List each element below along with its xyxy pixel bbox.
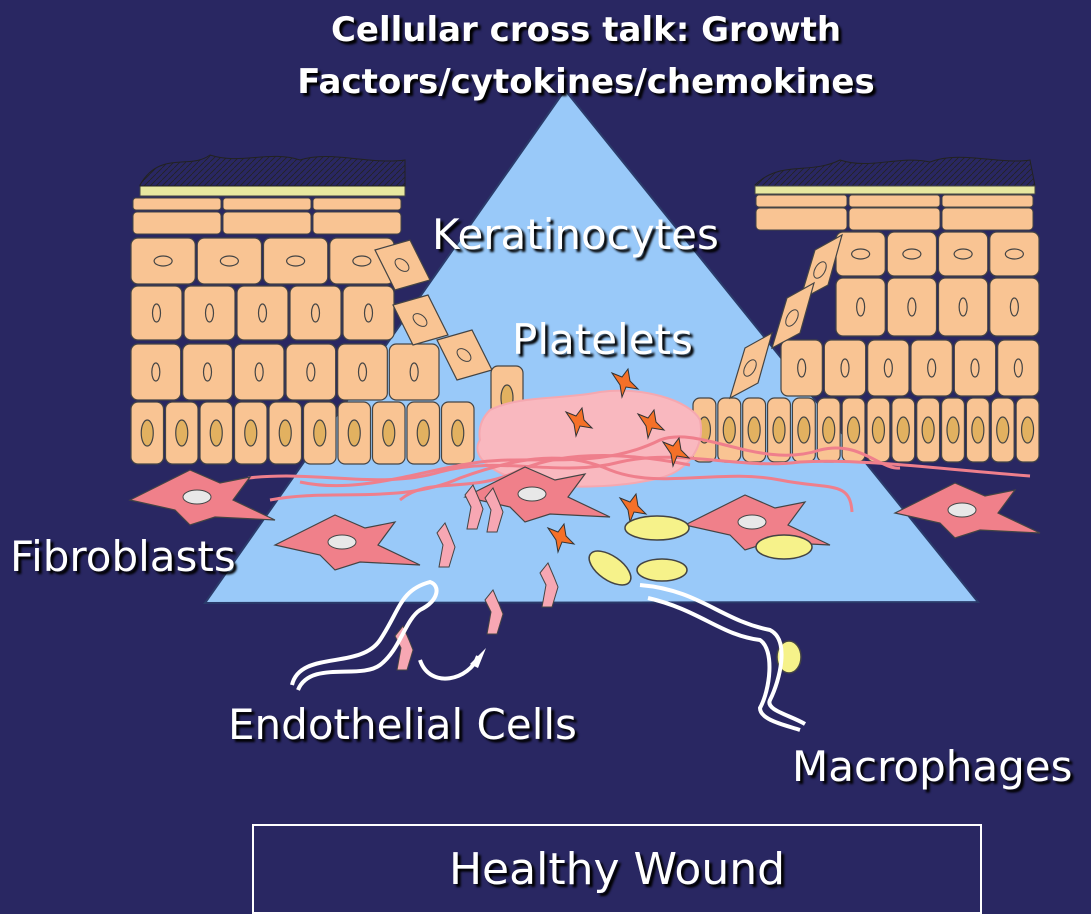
spinous-cell <box>223 212 311 234</box>
label-macrophages: Macrophages <box>792 742 1073 791</box>
flattened-cell <box>942 195 1033 207</box>
cell-nucleus <box>948 503 976 517</box>
cell-nucleus <box>307 363 315 381</box>
cell-nucleus <box>748 417 760 443</box>
macrophage-cell <box>637 559 687 581</box>
cell-nucleus <box>1010 298 1018 316</box>
flattened-cell <box>756 195 847 207</box>
cell-nucleus <box>154 256 172 266</box>
cell-nucleus <box>841 359 849 377</box>
spinous-cell <box>756 208 847 230</box>
cell-nucleus <box>723 417 735 443</box>
cell-nucleus <box>312 304 320 322</box>
cell-nucleus <box>153 304 161 322</box>
flattened-cell <box>313 198 401 210</box>
cell-nucleus <box>971 359 979 377</box>
cell-nucleus <box>245 420 257 446</box>
cell-nucleus <box>279 420 291 446</box>
cell-nucleus <box>452 420 464 446</box>
cell-nucleus <box>959 298 967 316</box>
flattened-cell <box>849 195 940 207</box>
label-fibroblasts: Fibroblasts <box>10 532 236 581</box>
cell-nucleus <box>798 417 810 443</box>
macrophage-cell <box>756 535 812 559</box>
cell-nucleus <box>183 490 211 504</box>
cell-nucleus <box>314 420 326 446</box>
cell-nucleus <box>220 256 238 266</box>
cell-nucleus <box>417 420 429 446</box>
cell-nucleus <box>848 417 860 443</box>
caption-box: Healthy Wound <box>252 824 982 914</box>
cell-nucleus <box>152 363 160 381</box>
stratum-corneum <box>140 155 405 186</box>
cell-nucleus <box>1014 359 1022 377</box>
cell-nucleus <box>348 420 360 446</box>
cell-nucleus <box>908 298 916 316</box>
cell-nucleus <box>353 256 371 266</box>
spinous-cell <box>942 208 1033 230</box>
cell-nucleus <box>773 417 785 443</box>
spinous-cell <box>313 212 401 234</box>
cell-nucleus <box>823 417 835 443</box>
cell-nucleus <box>852 249 870 259</box>
cell-nucleus <box>518 487 546 501</box>
flattened-cell <box>223 198 311 210</box>
cell-nucleus <box>872 417 884 443</box>
cell-nucleus <box>954 249 972 259</box>
cell-nucleus <box>287 256 305 266</box>
flattened-cell <box>133 198 221 210</box>
label-platelets: Platelets <box>512 315 693 364</box>
cell-nucleus <box>947 417 959 443</box>
spinous-cell <box>849 208 940 230</box>
cell-nucleus <box>798 359 806 377</box>
cell-nucleus <box>359 363 367 381</box>
cell-nucleus <box>410 363 418 381</box>
label-keratinocytes: Keratinocytes <box>432 210 719 259</box>
migration-arrowhead <box>470 648 486 668</box>
label-endothelial-cells: Endothelial Cells <box>228 700 577 749</box>
cell-nucleus <box>383 420 395 446</box>
cell-nucleus <box>857 298 865 316</box>
cell-nucleus <box>972 417 984 443</box>
granular-layer <box>140 186 405 196</box>
cell-nucleus <box>255 363 263 381</box>
cell-nucleus <box>884 359 892 377</box>
title-line-1: Cellular cross talk: Growth <box>0 4 1091 56</box>
cell-nucleus <box>176 420 188 446</box>
title-line-2: Factors/cytokines/chemokines <box>0 56 1091 108</box>
cell-nucleus <box>328 535 356 549</box>
diagram-title: Cellular cross talk: Growth Factors/cyto… <box>0 4 1091 108</box>
macrophage-cell <box>625 516 689 540</box>
cell-nucleus <box>928 359 936 377</box>
caption-text: Healthy Wound <box>254 844 980 895</box>
cell-nucleus <box>897 417 909 443</box>
cell-nucleus <box>365 304 373 322</box>
cell-nucleus <box>210 420 222 446</box>
cell-nucleus <box>903 249 921 259</box>
cell-nucleus <box>738 515 766 529</box>
cell-nucleus <box>1022 417 1034 443</box>
cell-nucleus <box>259 304 267 322</box>
stratum-corneum <box>755 157 1035 186</box>
right-epidermis <box>693 157 1039 462</box>
cell-nucleus <box>206 304 214 322</box>
cell-nucleus <box>141 420 153 446</box>
granular-layer <box>755 186 1035 194</box>
cell-nucleus <box>204 363 212 381</box>
cell-nucleus <box>1005 249 1023 259</box>
cell-nucleus <box>997 417 1009 443</box>
cell-nucleus <box>922 417 934 443</box>
spinous-cell <box>133 212 221 234</box>
